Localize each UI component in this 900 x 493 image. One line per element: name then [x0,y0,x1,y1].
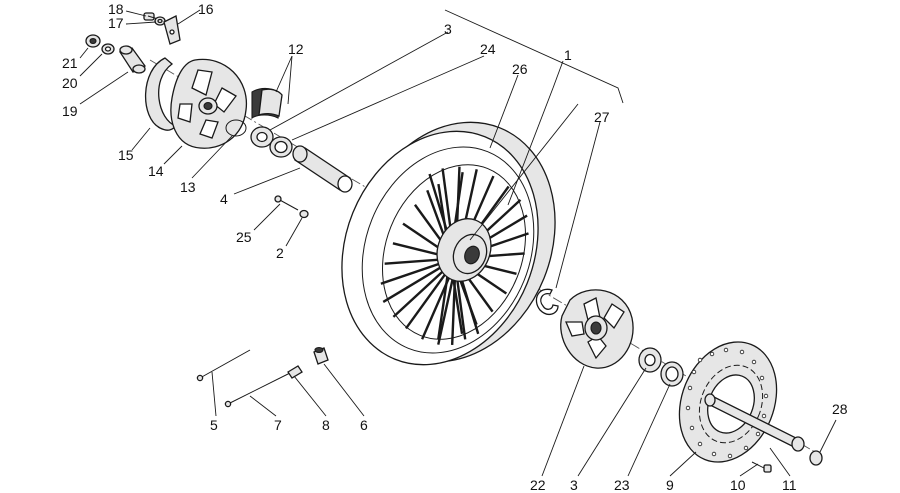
assembly-bracket [444,9,624,104]
ring-15-part [144,57,178,131]
label-4: 4 [220,191,228,207]
label-11: 11 [782,477,797,493]
label-1: 1 [564,47,572,63]
callout-labels: 18 17 16 12 3 24 1 26 27 21 20 19 15 14 … [62,1,848,493]
nipple-8-part [287,365,303,379]
seal-24-part [269,136,293,158]
seal-23-part [660,361,684,387]
label-28: 28 [832,401,848,417]
cap-21-part [85,34,101,48]
label-23: 23 [614,477,630,493]
label-7: 7 [274,417,282,433]
spacer-tube-4-part [292,145,353,193]
label-22: 22 [530,477,546,493]
label-24: 24 [480,41,496,57]
washer-20-part [101,43,115,55]
label-20: 20 [62,75,78,91]
spacer-19-part [118,45,146,74]
nipple-2-part [299,209,309,219]
axle-11-part [704,393,805,452]
label-5: 5 [210,417,218,433]
label-13: 13 [180,179,196,195]
brake-shoes-12-part [251,87,283,120]
label-25: 25 [236,229,252,245]
label-26: 26 [512,61,528,77]
bolt-10-part [751,461,772,473]
label-8: 8 [322,417,330,433]
bearing-3-lower-part [638,347,662,373]
label-3-top: 3 [444,21,452,37]
label-2: 2 [276,245,284,261]
label-12: 12 [288,41,304,57]
label-14: 14 [148,163,164,179]
screw-25-part [274,195,299,211]
label-27: 27 [594,109,610,125]
spoke-5-part [196,349,251,382]
nut-6-part [313,346,329,365]
label-15: 15 [118,147,134,163]
label-21: 21 [62,55,78,71]
label-6: 6 [360,417,368,433]
label-9: 9 [666,477,674,493]
carrier-22-part [560,289,634,369]
nut-28-part [809,450,823,466]
label-3-bottom: 3 [570,477,578,493]
spoke-7-part [224,371,293,408]
bearing-3-upper-part [250,126,274,148]
label-18: 18 [108,1,124,17]
o-ring-13-part [225,119,247,137]
wheel-hub [436,218,492,282]
washer-17-part [154,16,166,26]
plate-16-part [163,15,181,45]
circlip-27-part [535,288,559,316]
label-10: 10 [730,477,746,493]
label-16: 16 [198,1,214,17]
brake-plate-14-part [170,58,248,149]
leader-lines [79,9,837,477]
label-17: 17 [108,15,124,31]
label-19: 19 [62,103,78,119]
